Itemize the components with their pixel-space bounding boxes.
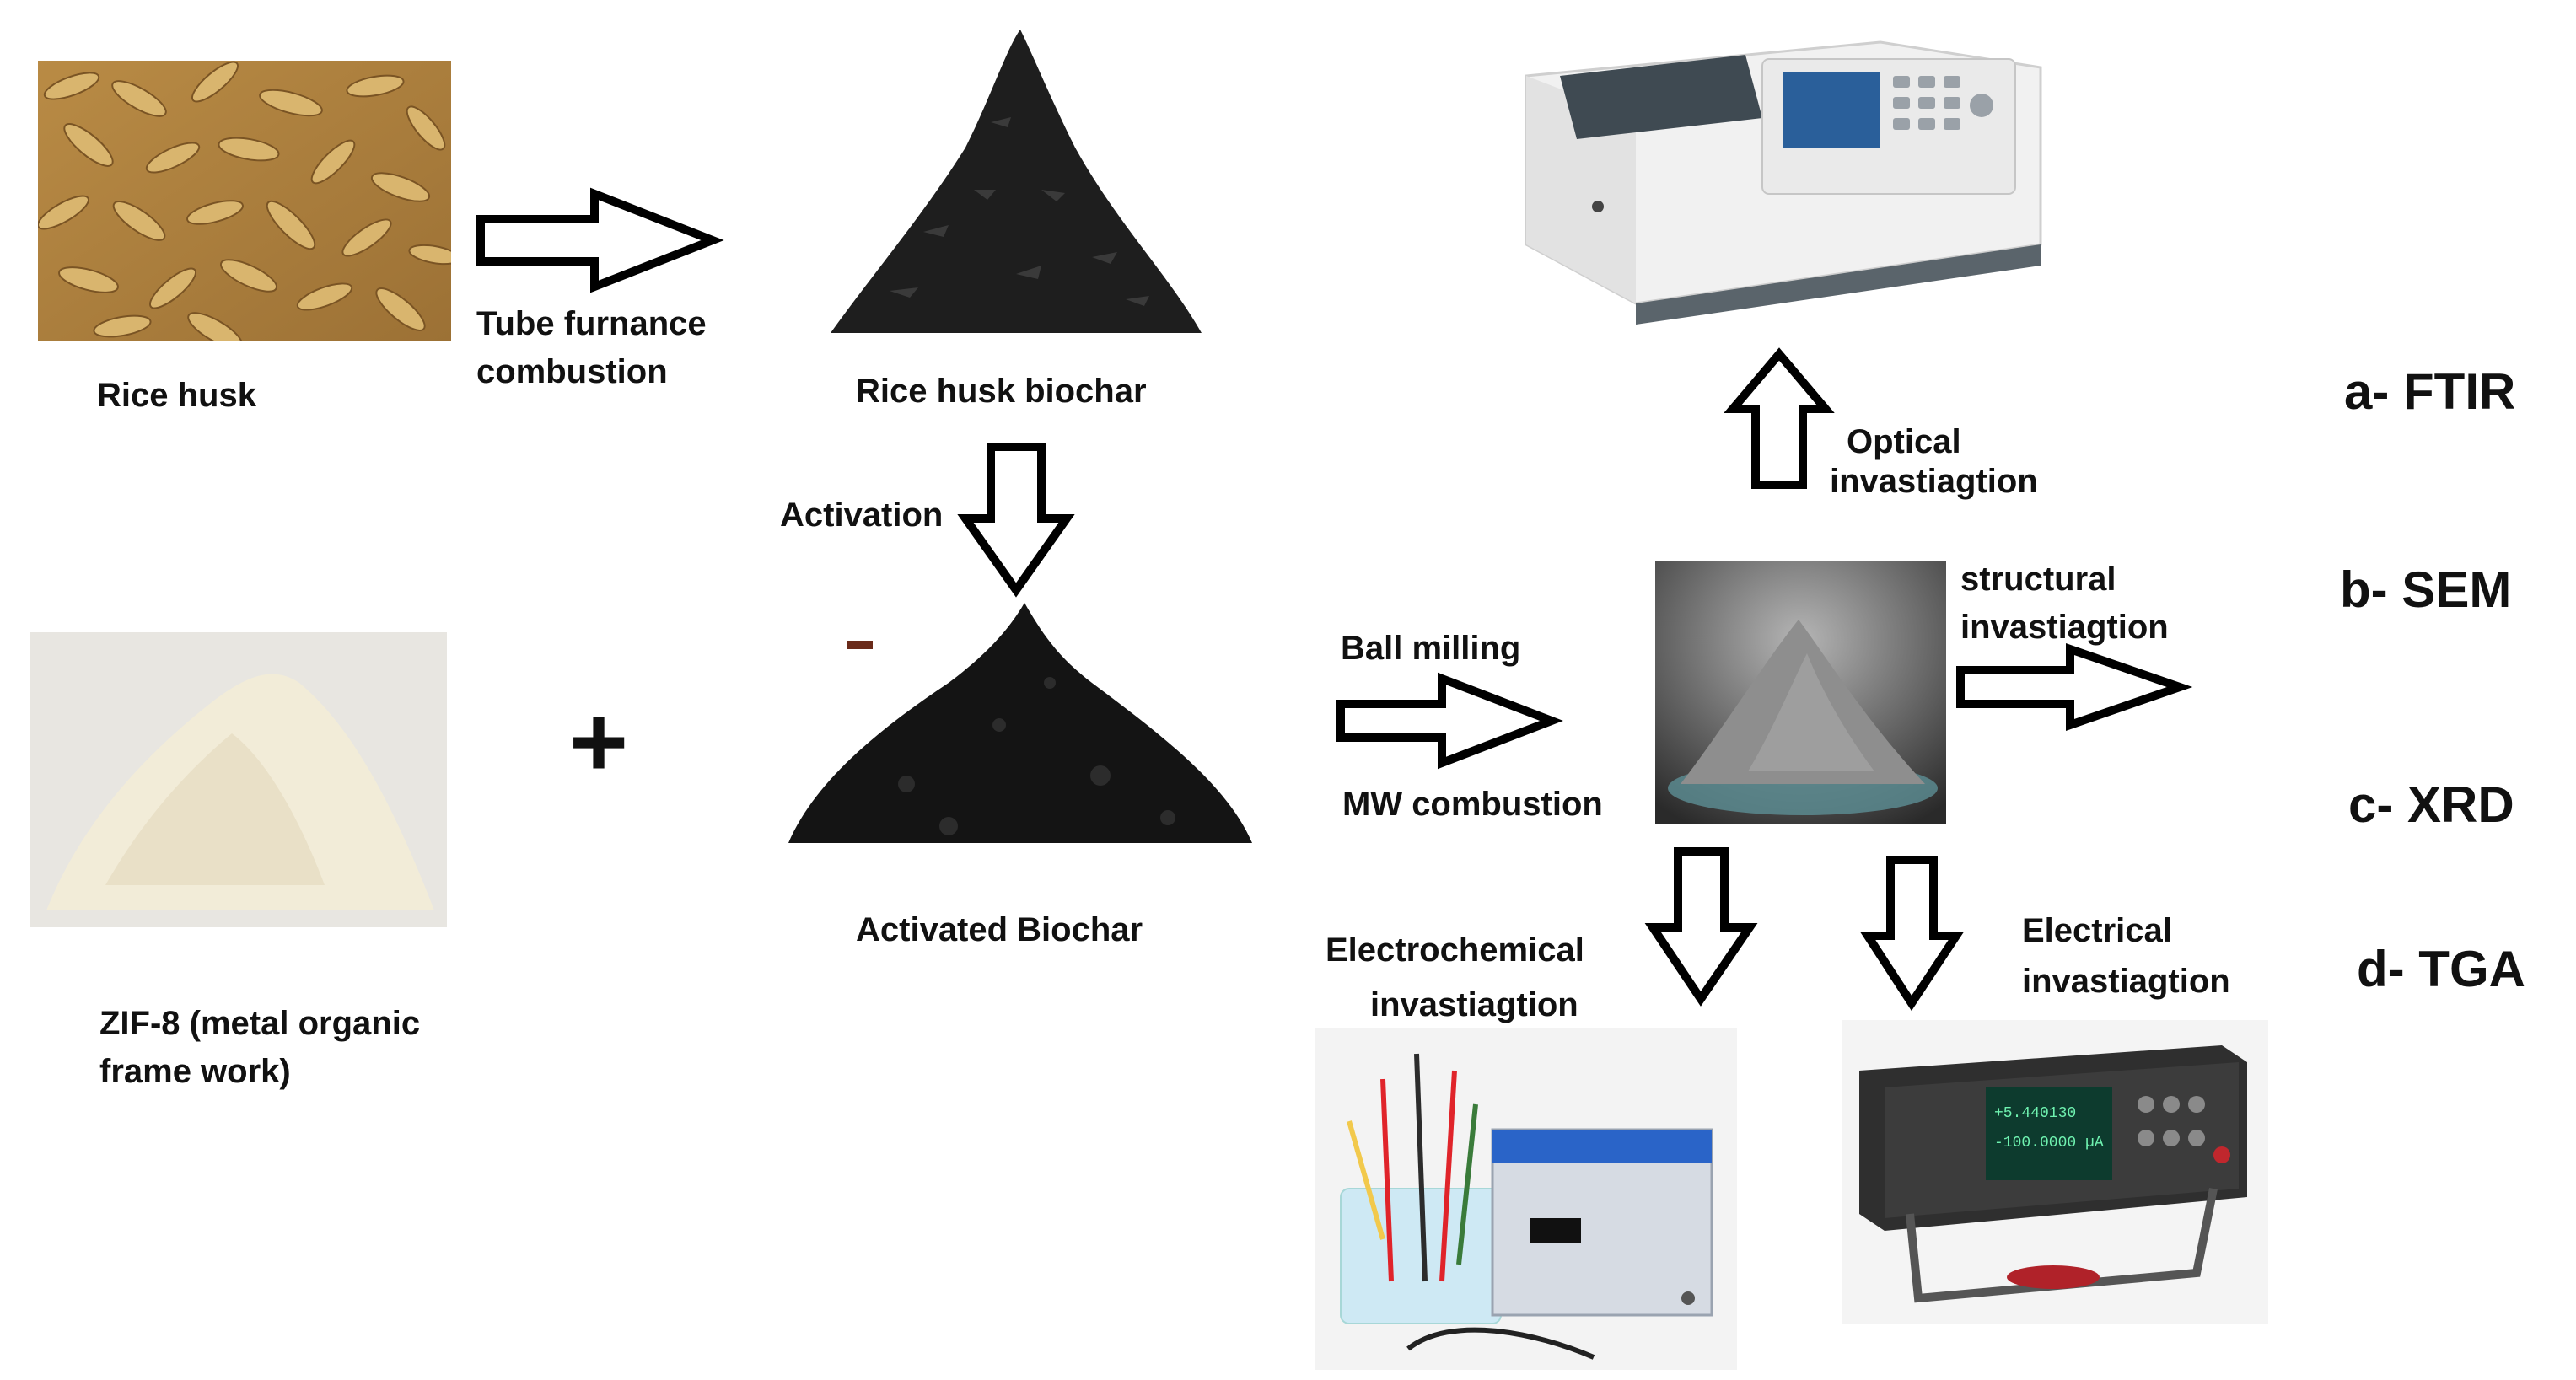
tube-furnace-label-line1: Tube furnance bbox=[476, 305, 707, 342]
activation-label: Activation bbox=[780, 497, 944, 534]
technique-tga: d- TGA bbox=[2357, 941, 2525, 997]
electrochemical-label-line1: Electrochemical bbox=[1326, 932, 1584, 969]
ball-milling-label: Ball milling bbox=[1341, 630, 1521, 667]
activation-arrow bbox=[957, 443, 1075, 598]
structural-label-line2: invastiagtion bbox=[1960, 609, 2169, 646]
tube-furnace-arrow bbox=[476, 187, 724, 293]
zif8-label-line1: ZIF-8 (metal organic bbox=[99, 1005, 421, 1042]
composite-powder-image bbox=[1655, 561, 1946, 824]
rice-husk-biochar-image bbox=[822, 21, 1210, 350]
meter-reading-line1: +5.440130 bbox=[1994, 1105, 2076, 1122]
spectrophotometer-image bbox=[1509, 25, 2049, 333]
optical-label-line2: invastiagtion bbox=[1830, 463, 2038, 500]
electrical-label-line1: Electrical bbox=[2022, 912, 2172, 949]
rice-husk-biochar-label: Rice husk biochar bbox=[856, 373, 1147, 410]
plus-sign: + bbox=[569, 685, 629, 798]
activated-biochar-image bbox=[780, 590, 1261, 860]
technique-ftir: a- FTIR bbox=[2344, 363, 2516, 420]
optical-arrow bbox=[1724, 347, 1835, 489]
electrical-arrow bbox=[1859, 856, 1965, 1012]
mw-combustion-label: MW combustion bbox=[1342, 786, 1603, 823]
technique-xrd: c- XRD bbox=[2348, 776, 2514, 833]
rice-husk-image bbox=[38, 61, 451, 341]
tube-furnace-label-line2: combustion bbox=[476, 353, 668, 390]
zif8-label-line2: frame work) bbox=[99, 1053, 291, 1090]
electrochemical-workstation-image bbox=[1315, 1028, 1737, 1370]
rice-husk-label: Rice husk bbox=[97, 377, 256, 414]
electrochemical-arrow bbox=[1644, 847, 1758, 1007]
electrochemical-label-line2: invastiagtion bbox=[1370, 986, 1578, 1023]
technique-sem: b- SEM bbox=[2340, 561, 2512, 618]
meter-reading-line2: -100.0000 µA bbox=[1994, 1135, 2104, 1152]
source-meter-image: +5.440130 -100.0000 µA bbox=[1842, 1020, 2268, 1324]
structural-arrow bbox=[1956, 642, 2193, 732]
structural-label-line1: structural bbox=[1960, 561, 2116, 598]
ball-milling-arrow bbox=[1336, 672, 1563, 770]
electrical-label-line2: invastiagtion bbox=[2022, 963, 2230, 1000]
zif8-powder-image bbox=[30, 632, 447, 927]
activated-biochar-label: Activated Biochar bbox=[856, 911, 1143, 948]
optical-label-line1: Optical bbox=[1847, 423, 1961, 460]
